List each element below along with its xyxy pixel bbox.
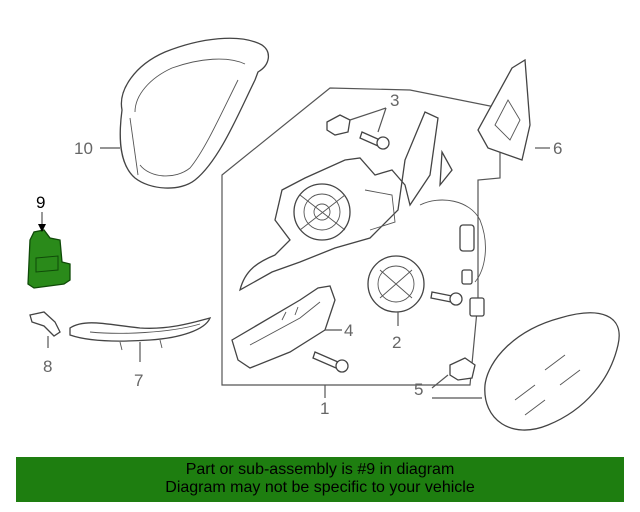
part-7-signal-strip[interactable] xyxy=(69,317,212,351)
mirror-base-assembly[interactable] xyxy=(239,111,439,292)
callout-10[interactable]: 10 xyxy=(74,139,93,158)
callout-7[interactable]: 7 xyxy=(134,371,143,390)
callout-6[interactable]: 6 xyxy=(553,139,562,158)
part-9-module[interactable] xyxy=(27,229,71,289)
banner-line-2: Diagram may not be specific to your vehi… xyxy=(165,479,475,496)
callout-2[interactable]: 2 xyxy=(392,333,401,352)
part-6-bracket[interactable] xyxy=(477,58,531,161)
part-3-clip-screw[interactable] xyxy=(326,114,390,150)
parts-diagram: 10 1 3 6 2 xyxy=(27,37,620,431)
callout-8[interactable]: 8 xyxy=(43,357,52,376)
screw-lower[interactable] xyxy=(312,351,349,373)
part-10-mirror-cover[interactable] xyxy=(119,37,269,189)
leader-3b xyxy=(377,107,387,133)
part-2-actuator[interactable] xyxy=(367,255,425,313)
callout-5[interactable]: 5 xyxy=(414,380,423,399)
part-5-mirror-glass[interactable] xyxy=(449,312,620,431)
arrow-9 xyxy=(38,224,46,232)
banner-line-1: Part or sub-assembly is #9 in diagram xyxy=(185,461,455,478)
part-8-bracket[interactable] xyxy=(29,311,61,337)
assembly-outline xyxy=(221,87,501,386)
callout-1[interactable]: 1 xyxy=(320,399,329,418)
leader-3a xyxy=(349,107,387,121)
callout-3[interactable]: 3 xyxy=(390,91,399,110)
screw-upper[interactable] xyxy=(430,291,463,306)
info-banner: Part or sub-assembly is #9 in diagram Di… xyxy=(16,457,624,502)
leader-5a xyxy=(431,374,449,389)
wiring-harness[interactable] xyxy=(419,199,486,317)
callout-4[interactable]: 4 xyxy=(344,321,353,340)
part-4-cover[interactable] xyxy=(231,285,336,369)
callout-9[interactable]: 9 xyxy=(36,193,45,212)
trim-triangle xyxy=(439,149,453,188)
